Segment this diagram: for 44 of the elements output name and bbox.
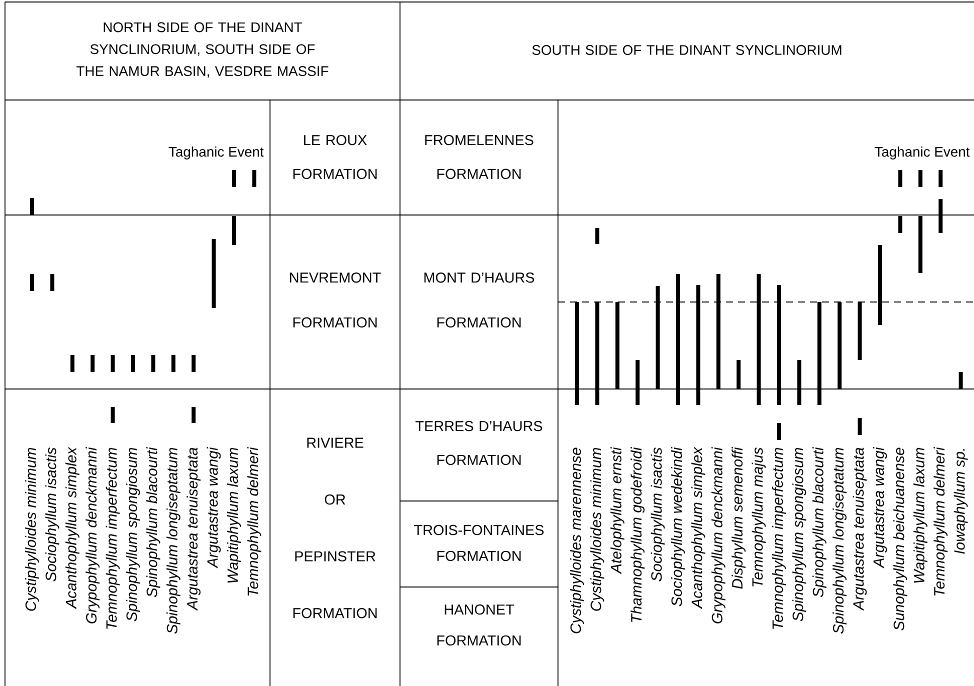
- species-name: Iowaphyllum sp.: [954, 449, 968, 554]
- species-name: Argutastrea wangi: [206, 446, 221, 568]
- species-name: Acanthophyllum simplex: [65, 446, 80, 610]
- species-name: Disphyllum semenoffi: [732, 446, 746, 589]
- species-name: Spinophyllum spongiosum: [792, 448, 806, 622]
- species-name: Argutastrea wangi: [873, 446, 887, 568]
- formation-cell: MONT D’HAURS FORMATION: [424, 272, 534, 328]
- formation-cell: NEVREMONT FORMATION: [290, 272, 381, 328]
- header-cell: SOUTH SIDE OF THE DINANT SYNCLINORIUM: [532, 45, 842, 55]
- species-name: Sociophyllum wedekindi: [671, 446, 685, 606]
- formation-cell: TERRES D’HAURS FORMATION: [416, 420, 542, 466]
- formation-cell: RIVIERE OR PEPINSTER FORMATION: [293, 438, 377, 618]
- species-name: Thamnophyllum godefroidi: [630, 446, 645, 622]
- species-name: Grypophyllum denckmanni: [711, 446, 726, 624]
- formation-cell: HANONET FORMATION: [437, 604, 521, 646]
- formation-cell: LE ROUX FORMATION: [293, 134, 377, 180]
- formation-cell: TROIS-FONTAINES FORMATION: [414, 524, 544, 562]
- species-name: Temnophyllum delmeri: [247, 446, 262, 596]
- species-name: Temnophyllum delmeri: [934, 446, 948, 596]
- species-name: Cystiphylloides minimum: [590, 448, 604, 611]
- species-name: Sociophyllum isactis: [650, 448, 665, 582]
- species-name: Cystiphylloides marennense: [570, 448, 584, 634]
- species-name: Cystiphylloides minimum: [25, 448, 39, 611]
- species-name: Atelophyllum ernsti: [610, 446, 624, 574]
- species-name: Sociophyllum isactis: [45, 448, 60, 582]
- species-name: Temnophyllum majus: [752, 448, 766, 586]
- event-label: Taghanic Event: [874, 146, 970, 160]
- species-name: Wapitiphyllum laxum: [227, 448, 241, 583]
- species-name: Argutastrea tenuiseptata: [852, 448, 867, 611]
- species-name: Wapitiphyllum laxum: [913, 448, 928, 583]
- species-name: Sunophyllum beichuanense: [893, 448, 908, 630]
- species-name: Argutastrea tenuiseptata: [186, 448, 201, 611]
- species-name: Spinophyllum blacourti: [812, 446, 826, 598]
- species-name: Temnophyllum imperfectum: [106, 448, 120, 629]
- species-name: Spinophyllum blacourti: [146, 446, 160, 598]
- species-name: Grypophyllum denckmanni: [86, 446, 100, 624]
- formation-cell: FROMELENNES FORMATION: [425, 134, 534, 180]
- species-name: Spinophyllum longiseptatum: [832, 448, 847, 634]
- species-name: Spinophyllum longiseptatum: [166, 448, 180, 634]
- event-label: Taghanic Event: [168, 146, 264, 160]
- species-name: Acanthophyllum simplex: [691, 446, 706, 610]
- species-name: Temnophyllum imperfectum: [772, 448, 786, 629]
- header-cell: NORTH SIDE OF THE DINANT SYNCLINORIUM, SOUTH SIDE OF THE NAMUR BASIN, VESDRE MASSIF: [76, 22, 328, 78]
- species-name: Spinophyllum spongiosum: [126, 448, 140, 622]
